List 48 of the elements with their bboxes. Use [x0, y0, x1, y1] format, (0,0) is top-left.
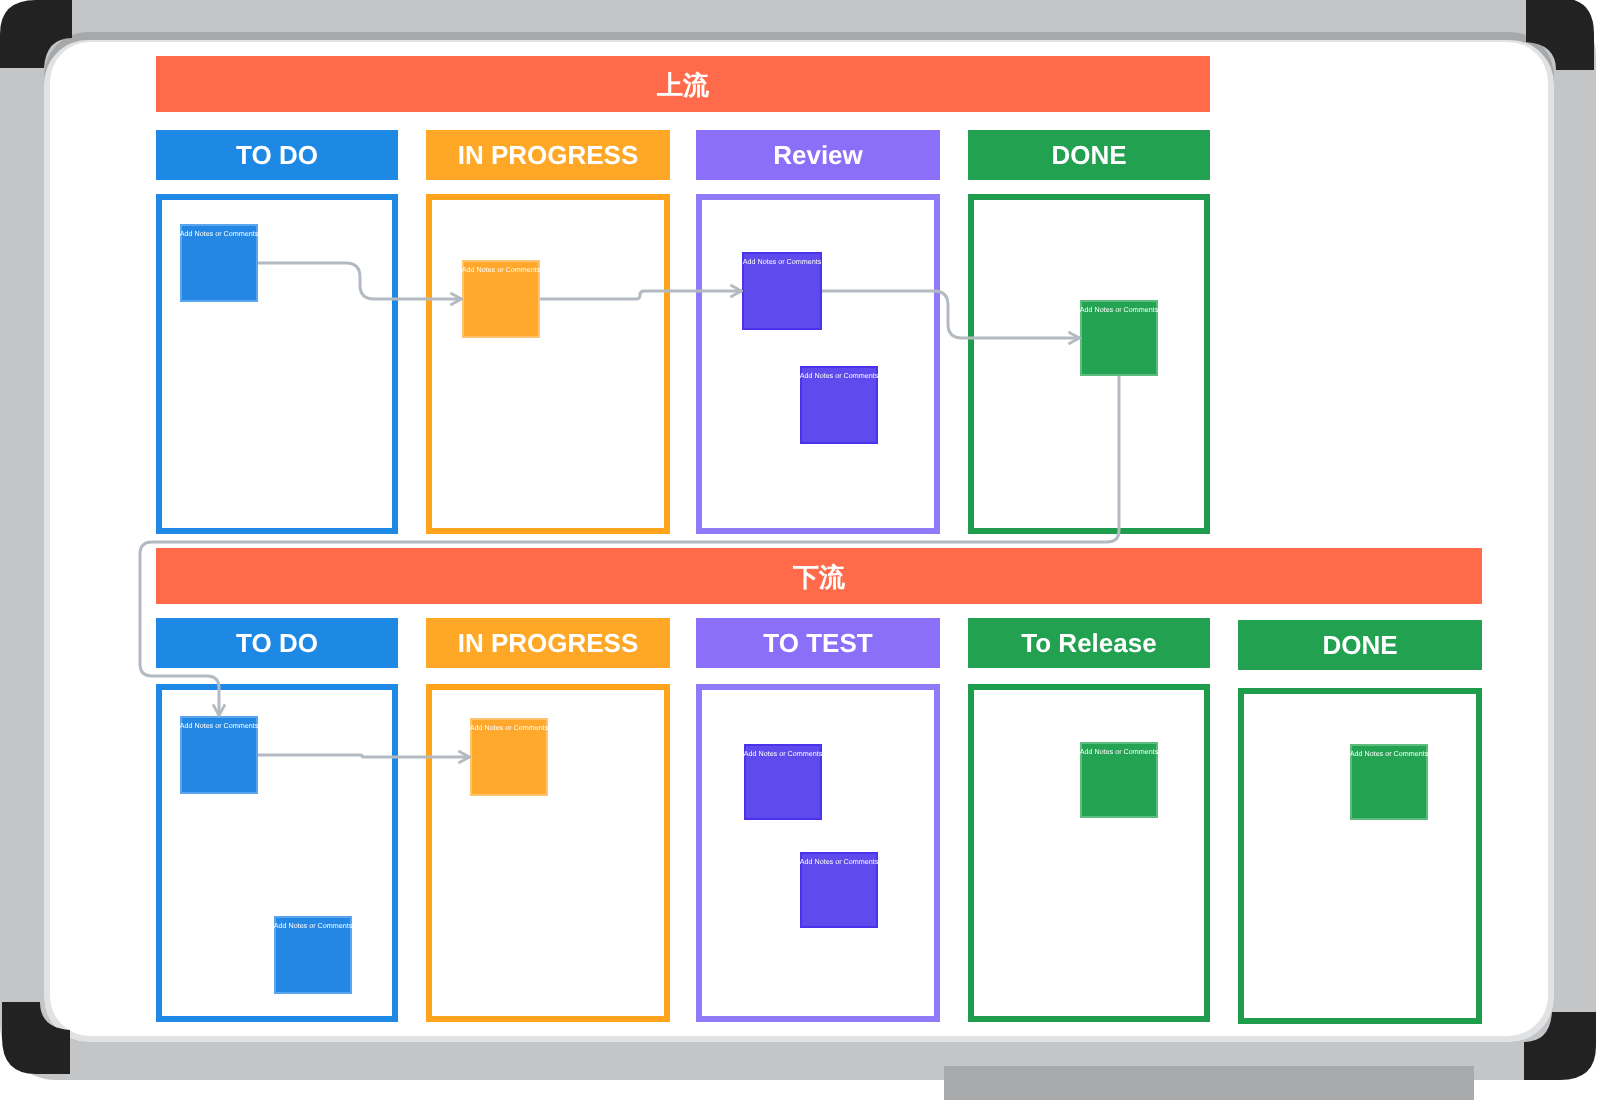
sticky-note	[800, 852, 878, 928]
kanban-column	[156, 194, 398, 534]
sticky-note	[180, 716, 258, 794]
column-title: To Release	[1021, 630, 1157, 656]
column-title: Review	[773, 142, 863, 168]
sticky-note	[274, 916, 352, 994]
connector-arrow	[258, 749, 471, 765]
column-title: TO DO	[236, 142, 318, 168]
kanban-column	[968, 684, 1210, 1022]
connector-arrow	[540, 283, 743, 301]
column-header	[156, 618, 398, 668]
column-header	[696, 130, 940, 180]
kanban-column	[426, 684, 670, 1022]
column-header	[156, 130, 398, 180]
kanban-column	[968, 194, 1210, 534]
sticky-note	[470, 718, 548, 796]
column-header	[968, 130, 1210, 180]
connector-arrow	[258, 261, 463, 307]
column-title: TO DO	[236, 630, 318, 656]
column-title: TO TEST	[763, 630, 873, 656]
kanban-column	[1238, 688, 1482, 1024]
column-header	[696, 618, 940, 668]
kanban-column	[696, 684, 940, 1022]
sticky-note	[1080, 300, 1158, 376]
sticky-note	[800, 366, 878, 444]
sticky-note	[744, 744, 822, 820]
sticky-note	[1350, 744, 1428, 820]
sticky-note	[1080, 742, 1158, 818]
kanban-column	[696, 194, 940, 534]
sticky-note	[742, 252, 822, 330]
sticky-note	[462, 260, 540, 338]
kanban-column	[426, 194, 670, 534]
column-title: IN PROGRESS	[457, 142, 639, 168]
column-title: DONE	[1051, 142, 1127, 168]
column-header	[968, 618, 1210, 668]
column-header	[426, 618, 670, 668]
banner-title: 上流	[657, 71, 709, 97]
column-header	[426, 130, 670, 180]
column-title: DONE	[1322, 632, 1398, 658]
banner-title: 下流	[793, 563, 845, 589]
connector-arrow	[822, 289, 1081, 346]
column-title: IN PROGRESS	[457, 630, 639, 656]
connector-arrow	[138, 376, 1121, 717]
stream-banner	[156, 548, 1482, 604]
kanban-column	[156, 684, 398, 1022]
sticky-note	[180, 224, 258, 302]
column-header	[1238, 620, 1482, 670]
stream-banner	[156, 56, 1210, 112]
